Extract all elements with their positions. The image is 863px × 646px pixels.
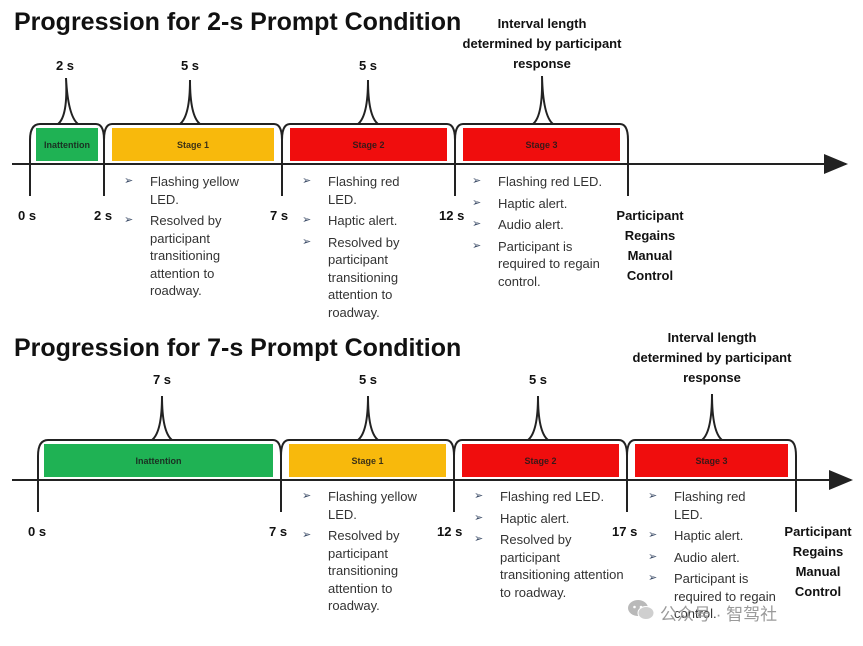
list-item: Haptic alert. [472, 195, 622, 213]
list-item: Haptic alert. [474, 510, 624, 528]
duration-label-stage2: 5 s [528, 372, 548, 387]
list-item: Participant is required to regain contro… [472, 238, 622, 291]
stage-bar-stage1: Stage 1 [289, 444, 446, 477]
list-item: Flashing red LED. [648, 488, 778, 523]
panel-2s-title: Progression for 2-s Prompt Condition [14, 8, 462, 36]
stage-bar-inattention: Inattention [36, 128, 98, 161]
duration-label-inattention: 7 s [152, 372, 172, 387]
list-item: Flashing red LED. [302, 173, 432, 208]
list-item: Flashing red LED. [474, 488, 624, 506]
list-item: Participant is required to regain contro… [648, 570, 778, 623]
list-item: Resolved by participant transitioning at… [302, 527, 442, 615]
interval-note: Interval length determined by participan… [632, 330, 792, 385]
panel-7s-title: Progression for 7-s Prompt Condition [14, 334, 462, 362]
stage1-bullets: Flashing yellow LED. Resolved by partici… [302, 488, 442, 615]
stage3-bullets: Flashing red LED. Haptic alert. Audio al… [648, 488, 778, 623]
list-item: Flashing yellow LED. [302, 488, 442, 523]
tick-label-2: 12 s [437, 524, 463, 539]
duration-label-stage1: 5 s [358, 372, 378, 387]
stage-bar-stage2: Stage 2 [290, 128, 447, 161]
list-item: Haptic alert. [648, 527, 778, 545]
stage2-bullets: Flashing red LED. Haptic alert. Resolved… [474, 488, 624, 601]
wechat-icon [628, 600, 655, 620]
tick-label-2: 7 s [270, 208, 289, 223]
list-item: Flashing yellow LED. [124, 173, 264, 208]
list-item: Audio alert. [472, 216, 622, 234]
duration-label-stage1: 5 s [180, 58, 200, 73]
stage-bar-stage2: Stage 2 [462, 444, 619, 477]
tick-label-0: 0 s [28, 524, 47, 539]
list-item: Audio alert. [648, 549, 778, 567]
final-label: Participant Regains Manual Control [784, 524, 852, 599]
list-item: Resolved by participant transitioning at… [124, 212, 264, 300]
list-item: Haptic alert. [302, 212, 432, 230]
stage3-bullets: Flashing red LED. Haptic alert. Audio al… [472, 173, 622, 290]
stage-bar-stage1: Stage 1 [112, 128, 274, 161]
stage-bar-stage3: Stage 3 [635, 444, 788, 477]
list-item: Resolved by participant transitioning at… [474, 531, 624, 601]
duration-label-stage2: 5 s [358, 58, 378, 73]
stage2-bullets: Flashing red LED. Haptic alert. Resolved… [302, 173, 432, 321]
tick-label-1: 7 s [269, 524, 288, 539]
interval-note: Interval length determined by participan… [462, 16, 622, 71]
list-item: Resolved by participant transitioning at… [302, 234, 432, 322]
watermark-text: 公众号 · 智驾社 [660, 605, 778, 624]
stage-bar-inattention: Inattention [44, 444, 273, 477]
tick-label-0: 0 s [18, 208, 37, 223]
list-item: Flashing red LED. [472, 173, 622, 191]
duration-label-inattention: 2 s [55, 58, 75, 73]
stage1-bullets: Flashing yellow LED. Resolved by partici… [124, 173, 264, 300]
final-label: Participant Regains Manual Control [616, 208, 684, 283]
tick-label-3: 12 s [439, 208, 465, 223]
tick-label-1: 2 s [94, 208, 113, 223]
stage-bar-stage3: Stage 3 [463, 128, 620, 161]
